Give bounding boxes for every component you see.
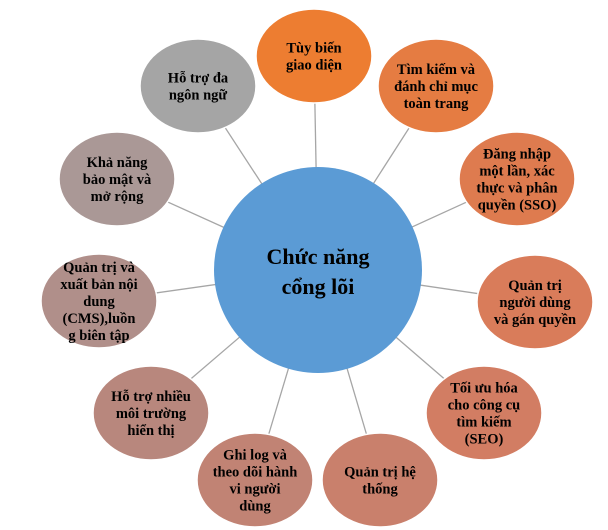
node-label-line: (CMS),luồn bbox=[63, 311, 136, 327]
node-circle bbox=[139, 38, 257, 134]
node-label-line: theo dõi hành bbox=[213, 465, 298, 481]
node-label-line: tìm kiếm bbox=[456, 415, 511, 431]
node-label-line: (SEO) bbox=[465, 432, 504, 448]
node-circle bbox=[321, 432, 439, 528]
node-label-line: Tùy biến bbox=[286, 41, 341, 57]
node-label-line: Quản trị bbox=[508, 278, 562, 294]
node-label-line: giao diện bbox=[286, 58, 342, 74]
node-label-line: Quản trị và bbox=[63, 260, 135, 276]
node-label-line: Tối ưu hóa bbox=[450, 381, 518, 397]
node-label-line: Hỗ trợ nhiều bbox=[111, 389, 191, 405]
center-label-line: cổng lõi bbox=[282, 274, 355, 299]
center-node: Chức năng cổng lõi bbox=[214, 167, 422, 373]
node-label-line: vi người bbox=[230, 482, 281, 498]
node-label-line: hiển thị bbox=[127, 423, 174, 439]
node-label-line: Quản trị hệ bbox=[344, 465, 416, 481]
node-label-line: dùng bbox=[239, 499, 271, 515]
node-label-line: thống bbox=[362, 482, 398, 498]
node-circle bbox=[92, 365, 210, 461]
node-label-line: người dùng bbox=[499, 295, 571, 311]
node-circle bbox=[377, 38, 495, 134]
node-label-line: môi trường bbox=[116, 406, 187, 422]
node-circle bbox=[425, 365, 543, 461]
node-label-line: Đăng nhập bbox=[483, 147, 551, 163]
node-label-line: bảo mật và bbox=[83, 172, 152, 188]
node-label-line: đánh chỉ mục bbox=[394, 79, 478, 95]
node-circle bbox=[58, 131, 176, 227]
node-label-line: cho công cụ bbox=[448, 398, 521, 414]
node-label-line: dung bbox=[83, 294, 115, 310]
node-label-line: Hỗ trợ đa bbox=[168, 71, 229, 87]
node-circle bbox=[458, 131, 576, 227]
node-label-line: mở rộng bbox=[91, 189, 144, 205]
node-label-line: một lần, xác bbox=[479, 164, 555, 180]
node-label-line: quyền (SSO) bbox=[478, 198, 557, 214]
node-circle bbox=[196, 432, 314, 528]
center-circle bbox=[214, 167, 422, 373]
node-label-line: Tìm kiếm và bbox=[397, 62, 476, 78]
node-circle bbox=[255, 8, 373, 104]
center-label-line: Chức năng bbox=[266, 244, 369, 269]
node-label-line: g biên tập bbox=[68, 328, 129, 344]
node-label-line: xuất bản nội bbox=[60, 277, 137, 293]
node-label-line: ngôn ngữ bbox=[169, 88, 228, 104]
node-circle bbox=[476, 254, 594, 350]
node-label-line: thực và phân bbox=[476, 181, 557, 197]
node-label-line: Ghi log và bbox=[223, 448, 287, 464]
node-label-line: và gán quyền bbox=[494, 312, 576, 328]
node-label-line: toàn trang bbox=[404, 96, 470, 112]
node-circle bbox=[40, 253, 158, 349]
node-label-line: Khả năng bbox=[87, 155, 149, 171]
center-label: Chức năng cổng lõi bbox=[266, 244, 369, 299]
